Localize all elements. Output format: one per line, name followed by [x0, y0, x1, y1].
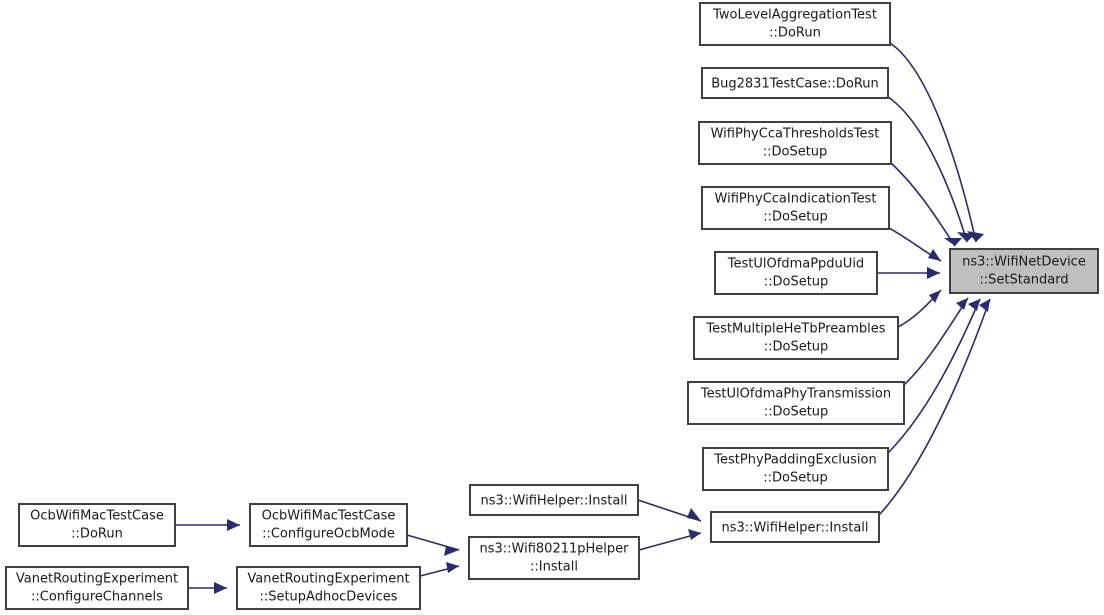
- node-box[interactable]: [5, 566, 189, 610]
- arrowhead-icon: [687, 508, 701, 521]
- call-edge: [406, 534, 460, 556]
- node-box[interactable]: [702, 447, 889, 491]
- nodes-layer: TwoLevelAggregationTest::DoRunBug2831Tes…: [5, 2, 1099, 610]
- call-edge: [897, 289, 942, 328]
- node-box[interactable]: [714, 251, 878, 295]
- node-box[interactable]: [18, 503, 176, 547]
- arrowhead-icon: [979, 299, 990, 312]
- arrowhead-icon: [956, 298, 968, 310]
- call-edge: [887, 298, 981, 454]
- arrowhead-icon: [957, 232, 975, 242]
- graph-node-two-level-aggregation-test-dorun[interactable]: TwoLevelAggregationTest::DoRun: [699, 2, 891, 46]
- arrowhead-icon: [446, 562, 459, 573]
- arrowhead-icon: [928, 249, 941, 261]
- graph-node-testulofdmappduuid-dosetup[interactable]: TestUlOfdmaPpduUid::DoSetup: [714, 251, 878, 295]
- graph-node-ns3-wifihelper-install-left[interactable]: ns3::WifiHelper::Install: [469, 484, 639, 516]
- graph-node-ocbwifimactestcase-dorun[interactable]: OcbWifiMacTestCase::DoRun: [18, 503, 176, 547]
- graph-node-testulofdmaphytransmission-dosetup[interactable]: TestUlOfdmaPhyTransmission::DoSetup: [687, 381, 905, 425]
- call-edge: [878, 298, 991, 516]
- graph-node-wifiphyccaindicationtest-dosetup[interactable]: WifiPhyCcaIndicationTest::DoSetup: [701, 186, 890, 230]
- call-edge: [887, 96, 975, 243]
- arrowhead-icon: [688, 529, 701, 540]
- node-box[interactable]: [469, 484, 639, 516]
- call-edge: [637, 499, 702, 522]
- graph-node-ns3-wifi80211phelper-install[interactable]: ns3::Wifi80211pHelper::Install: [468, 536, 640, 580]
- graph-node-wifiphyccathresholdstest-dosetup[interactable]: WifiPhyCcaThresholdsTest::DoSetup: [698, 121, 892, 165]
- node-box[interactable]: [236, 566, 421, 610]
- call-edge: [175, 519, 240, 531]
- graph-node-ns3-wifinetdevice-setstandard[interactable]: ns3::WifiNetDevice::SetStandard: [949, 248, 1099, 294]
- graph-node-vanetroutingexperiment-setupadhocdevices[interactable]: VanetRoutingExperiment::SetupAdhocDevice…: [236, 566, 421, 610]
- node-box[interactable]: [710, 511, 880, 543]
- arrowhead-icon: [944, 238, 962, 246]
- edge-line: [890, 162, 956, 247]
- node-box[interactable]: [699, 2, 891, 46]
- node-box[interactable]: [468, 536, 640, 580]
- edge-line: [903, 297, 969, 386]
- node-box[interactable]: [698, 121, 892, 165]
- edge-line: [887, 298, 981, 454]
- graph-node-testmultiplehetbpreambles-dosetup[interactable]: TestMultipleHeTbPreambles::DoSetup: [693, 316, 899, 360]
- node-box[interactable]: [693, 316, 899, 360]
- call-edge: [889, 42, 984, 243]
- graph-node-bug2831testcase-dorun[interactable]: Bug2831TestCase::DoRun: [701, 67, 889, 99]
- call-edge: [419, 562, 460, 577]
- arrowhead-icon: [227, 519, 240, 531]
- node-box[interactable]: [701, 186, 890, 230]
- node-box[interactable]: [249, 503, 408, 547]
- call-edge: [888, 227, 942, 262]
- arrowhead-icon: [929, 290, 941, 303]
- node-box[interactable]: [701, 67, 889, 99]
- node-box-highlighted[interactable]: [949, 248, 1099, 294]
- call-edge: [188, 582, 227, 594]
- graph-node-testphypaddingexclusion-dosetup[interactable]: TestPhyPaddingExclusion::DoSetup: [702, 447, 889, 491]
- graph-node-vanetroutingexperiment-configurechannels[interactable]: VanetRoutingExperiment::ConfigureChannel…: [5, 566, 189, 610]
- arrowhead-icon: [927, 267, 940, 279]
- edge-line: [878, 298, 991, 516]
- arrowhead-icon: [968, 299, 980, 311]
- arrowhead-icon: [444, 546, 459, 556]
- arrowhead-icon: [214, 582, 227, 594]
- node-box[interactable]: [687, 381, 905, 425]
- edge-line: [887, 96, 968, 243]
- graph-node-ocbwifimactestcase-configureocbmode[interactable]: OcbWifiMacTestCase::ConfigureOcbMode: [249, 503, 408, 547]
- edge-line: [889, 42, 977, 243]
- call-edge: [903, 297, 969, 386]
- call-edge: [890, 162, 962, 247]
- call-edge: [877, 267, 940, 279]
- graph-node-ns3-wifihelper-install-right[interactable]: ns3::WifiHelper::Install: [710, 511, 880, 543]
- edges-layer: [175, 42, 991, 594]
- call-edge: [638, 529, 702, 551]
